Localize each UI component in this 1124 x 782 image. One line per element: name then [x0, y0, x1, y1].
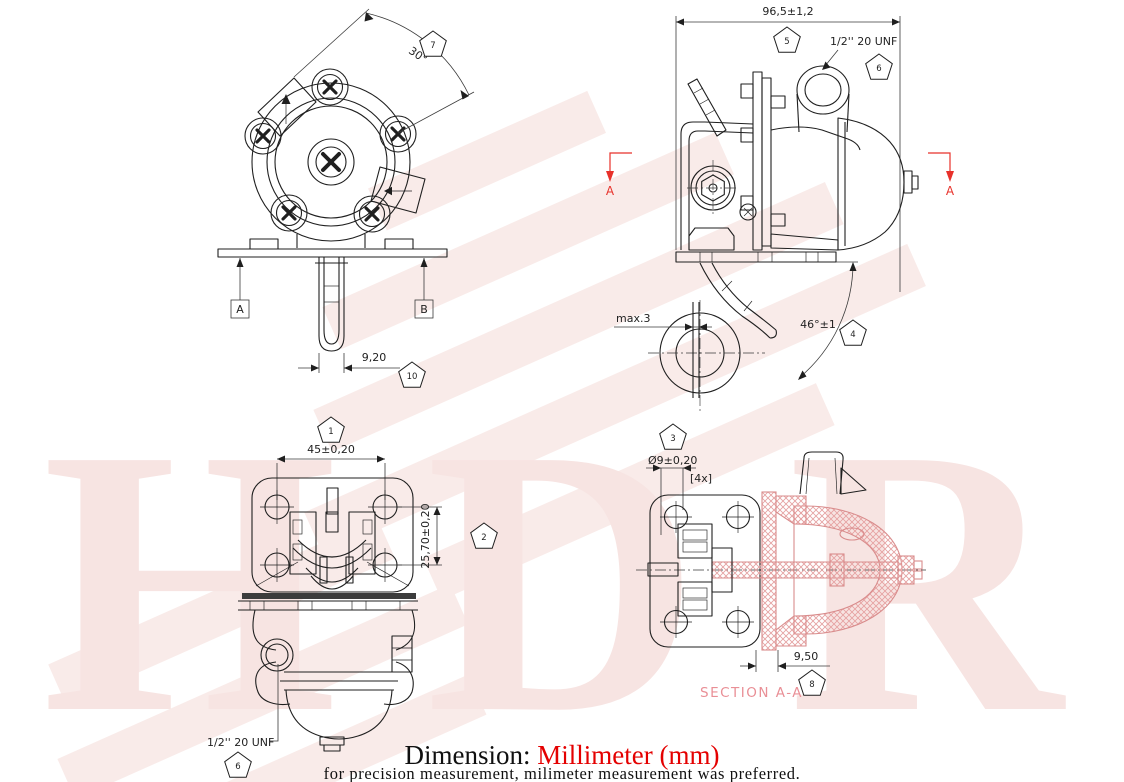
dim-max-3: max.3 [616, 312, 650, 325]
dim-96-5: 96,5±1,2 [762, 5, 813, 18]
screw [270, 194, 308, 232]
pump-body [251, 82, 411, 242]
datum-b: B [414, 258, 434, 319]
filter-bowl [280, 671, 398, 752]
screw [379, 115, 417, 153]
side-lever [699, 262, 777, 339]
dimension-caption: Dimension: Millimeter (mm) [0, 740, 1124, 771]
section-internals [647, 451, 867, 617]
callout-pentagon-6b: 6 [224, 751, 252, 778]
side-body-dome [770, 117, 919, 251]
dim-25-70: 25,70±0,20 [419, 503, 432, 568]
thread-label-top: 1/2'' 20 UNF [830, 35, 897, 48]
callout-2-number: 2 [481, 533, 486, 543]
dim-9-50: 9,50 [794, 650, 819, 663]
pivot-hex-bolt [687, 160, 757, 251]
dim-dia9: Ø9±0,20 [648, 454, 697, 467]
callout-10-number: 10 [407, 372, 418, 382]
front-view: A B 30° 7 [217, 8, 475, 388]
bolt-hole [260, 490, 294, 524]
callout-6a-number: 6 [876, 64, 881, 74]
callout-7-number: 7 [430, 41, 435, 51]
port-tabs [257, 77, 426, 214]
hole-dia-dimension: Ø9±0,20 [4x] [646, 454, 712, 535]
section-marker-left: A [606, 152, 632, 198]
callout-3-number: 3 [670, 434, 675, 444]
callout-pentagon-6a: 6 [865, 53, 893, 80]
bolt-hole [368, 548, 402, 582]
section-view: 3 Ø9±0,20 [4x] [636, 423, 926, 701]
bolt-hole [660, 606, 692, 638]
mounting-screws [244, 68, 417, 233]
lever-angle-dimension: 46°±1 [798, 261, 858, 380]
datum-a-label: A [236, 303, 244, 316]
tip-thickness-dimension: max.3 [614, 312, 712, 331]
section-cut-body [711, 491, 923, 651]
caption-unit: Millimeter (mm) [537, 740, 720, 770]
front-mounting-flange [217, 234, 448, 258]
callout-6b-number: 6 [235, 762, 240, 772]
section-marker-right: A [928, 152, 955, 198]
side-bracket [680, 78, 754, 250]
actuating-lever [315, 257, 348, 352]
top-port [796, 65, 850, 133]
body-plate-stack [740, 71, 786, 251]
dim-4x: [4x] [690, 472, 712, 485]
callout-8-number: 8 [809, 680, 814, 690]
section-marker-left-label: A [606, 184, 615, 198]
lever-tip-detail [648, 300, 765, 412]
thread-label-bottom: 1/2'' 20 UNF [207, 736, 274, 749]
depth-dimension: 9,50 [740, 650, 830, 672]
bolt-hole [260, 548, 294, 582]
bolt-hole [660, 501, 692, 533]
side-view: 96,5±1,2 5 1/2'' 20 UNF 6 A [606, 5, 955, 412]
inlet-port-ring [260, 638, 294, 672]
thread-callout-bottom: 1/2'' 20 UNF [207, 664, 279, 749]
side-mounting-flange [675, 251, 837, 263]
screw [244, 117, 282, 155]
section-marker-right-label: A [946, 184, 955, 198]
hole-span-dimension: 45±0,20 [276, 443, 386, 500]
flow-arrow-up-icon [281, 94, 291, 104]
bolt-hole [722, 501, 754, 533]
section-flange [649, 494, 761, 648]
section-title: SECTION A-A [700, 685, 803, 701]
rocker-mechanism [289, 487, 376, 590]
callout-pentagon-5: 5 [773, 26, 801, 53]
lever-width-dimension: 9,20 [298, 351, 400, 373]
callout-pentagon-8: 8 [798, 669, 826, 696]
callout-1-number: 1 [328, 427, 333, 437]
callout-pentagon-3: 3 [659, 423, 687, 450]
dim-46deg: 46°±1 [800, 318, 836, 331]
callout-4-number: 4 [850, 330, 855, 340]
callout-pentagon-2: 2 [470, 522, 498, 549]
callout-pentagon-4: 4 [839, 319, 867, 346]
callout-pentagon-10: 10 [398, 361, 426, 388]
callout-pentagon-1: 1 [317, 416, 345, 443]
flange-plate [251, 477, 414, 593]
callout-pentagon-7: 7 [419, 30, 447, 57]
callout-5-number: 5 [784, 37, 789, 47]
flange-view: 1 45±0,20 [207, 416, 498, 778]
bolt-hole [722, 606, 754, 638]
bolt-hole [368, 490, 402, 524]
flow-arrow-left-icon [384, 186, 392, 196]
hole-vspan-dimension: 25,70±0,20 [397, 503, 442, 569]
datum-b-label: B [420, 303, 428, 316]
dim-45: 45±0,20 [307, 443, 355, 456]
caption-prefix: Dimension: [404, 740, 531, 770]
measurement-note: for precision measurement, milimeter mea… [323, 764, 801, 782]
lower-body [238, 593, 418, 752]
overall-width-dimension: 96,5±1,2 [675, 5, 901, 292]
dim-9-20: 9,20 [362, 351, 387, 364]
screw [311, 68, 349, 106]
datum-a: A [230, 258, 250, 319]
